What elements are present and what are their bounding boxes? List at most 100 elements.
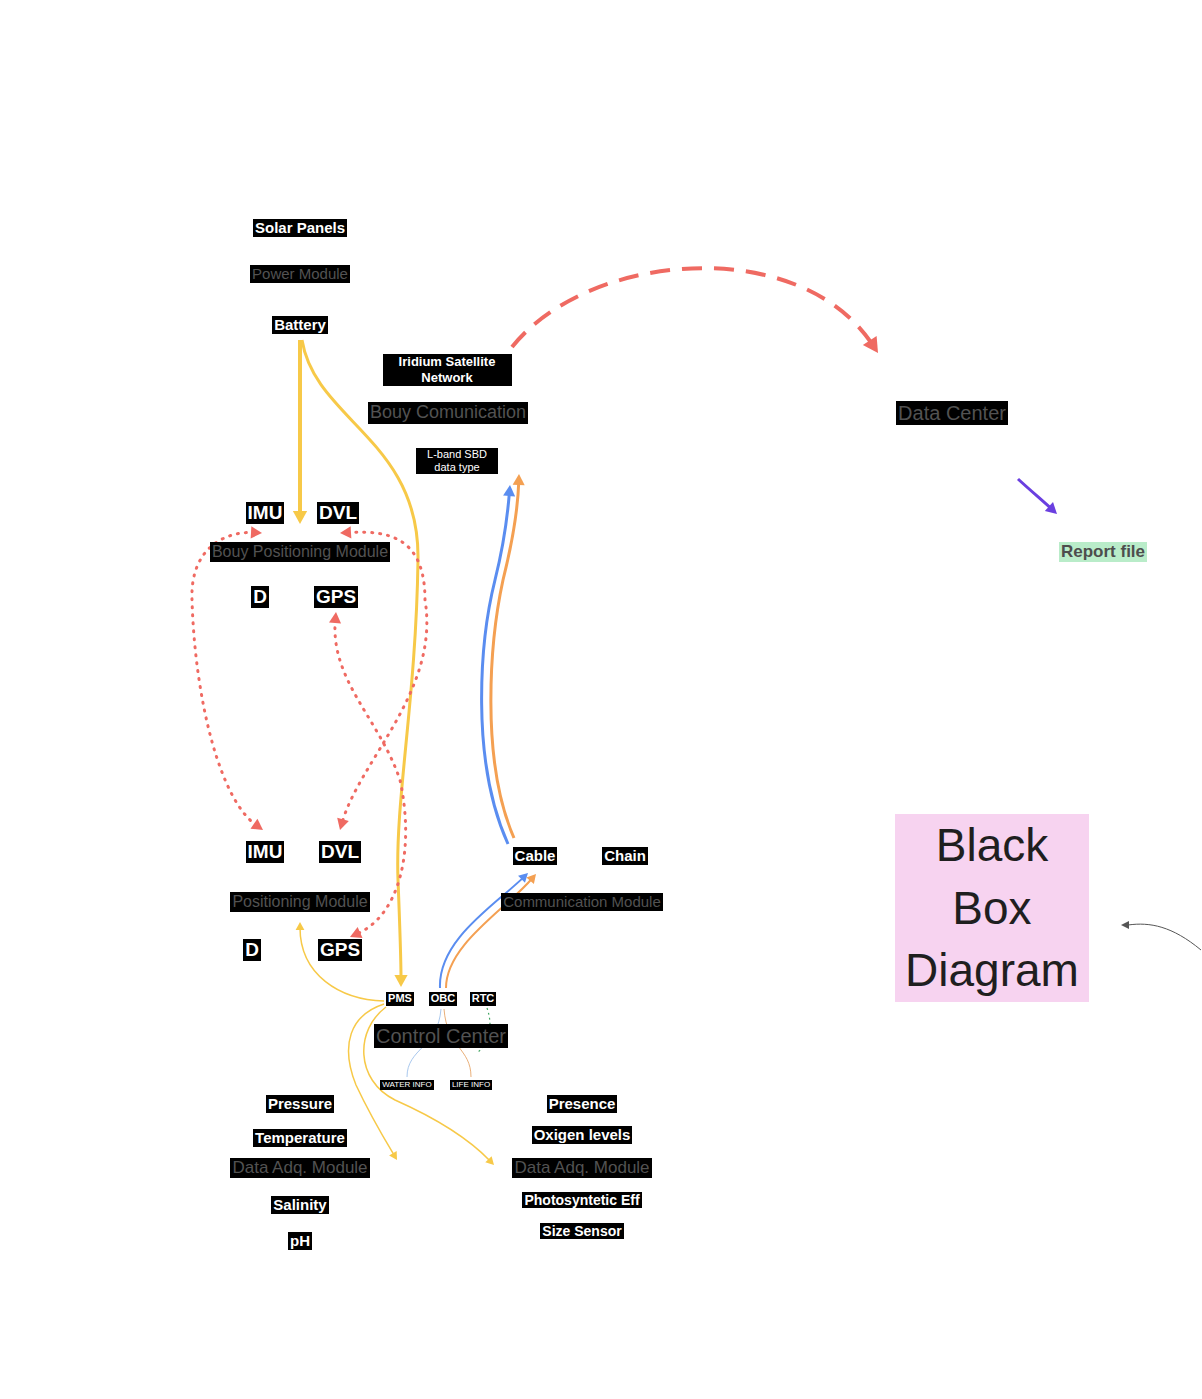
- node-text: GPS: [314, 586, 358, 609]
- connector: [302, 340, 418, 987]
- connector-line: [342, 532, 427, 822]
- pointer-head: [1121, 921, 1129, 929]
- connector: [446, 874, 536, 988]
- node-text: IMU: [246, 502, 285, 525]
- diamond-outline: [169, 771, 431, 1033]
- arrow-head: [485, 1156, 494, 1165]
- node-text: Pressure: [266, 1095, 334, 1113]
- arrow-head: [337, 818, 349, 830]
- node-text: GPS: [318, 939, 362, 962]
- arrow-head: [350, 927, 363, 938]
- node-text: Chain: [602, 847, 648, 865]
- node-text: Photosyntetic Eff: [522, 1192, 641, 1209]
- arrow-head: [389, 1151, 397, 1160]
- node-text: D: [243, 939, 261, 962]
- node-text: WATER INFO: [380, 1080, 433, 1090]
- node-text: Cable: [513, 847, 558, 865]
- node-text: RTC: [470, 992, 497, 1005]
- arrow-head: [329, 612, 341, 623]
- node-text: L-band SBD data type: [416, 448, 498, 474]
- arrow-head: [526, 874, 536, 884]
- node-text: Power Module: [250, 265, 350, 283]
- output-diamond: Report file: [1021, 470, 1185, 634]
- connector: [296, 922, 384, 1001]
- arrow-head: [863, 336, 878, 353]
- diamond-outline: [173, 1041, 427, 1295]
- diamond-outline: [314, 908, 568, 1162]
- node-text: Battery: [272, 316, 328, 334]
- node-text: Communication Module: [501, 893, 663, 911]
- connector: [192, 526, 263, 830]
- node-text: D: [251, 586, 269, 609]
- fish-photo: [656, 1234, 826, 1399]
- node-text: Bouy Comunication: [368, 402, 528, 424]
- arrow-head: [513, 474, 525, 485]
- arrow-head: [503, 485, 515, 496]
- connector-line: [192, 532, 257, 825]
- arrow-head: [1045, 502, 1057, 514]
- node-text: Presence: [547, 1095, 618, 1113]
- connector: [1018, 479, 1057, 514]
- arrow-head: [340, 526, 351, 538]
- node-text: OBC: [429, 992, 457, 1005]
- module-diamond: PresenceOxigen levelsData Adq. ModulePho…: [454, 1040, 710, 1296]
- page-frame: [8, 6, 1198, 1394]
- pointer-line: [1128, 924, 1201, 950]
- diamond-outline: [177, 429, 423, 675]
- arrow-head: [394, 975, 407, 987]
- node-text: Data Adq. Module: [230, 1158, 369, 1178]
- node-text: Salinity: [271, 1196, 328, 1214]
- arrow-head: [293, 511, 307, 524]
- sunset-photo: [15, 10, 277, 221]
- node-text: Temperature: [253, 1129, 347, 1147]
- water-photo: [60, 1282, 250, 1382]
- sticky-note: Black Box Diagram: [875, 790, 1110, 1030]
- diamond-outline: [451, 771, 713, 1033]
- connector-line: [491, 482, 519, 838]
- connector-line: [512, 268, 872, 347]
- node-text: PMS: [386, 992, 414, 1005]
- connector: [293, 340, 307, 524]
- node-text: Solar Panels: [253, 219, 347, 237]
- note-body: [875, 790, 1110, 1030]
- module-diamond: Data Center: [820, 281, 1084, 545]
- connector-line: [300, 928, 384, 1001]
- connector-line: [298, 340, 302, 515]
- arrow-head: [251, 819, 263, 830]
- node-text: LIFE INFO: [450, 1080, 492, 1090]
- node-text: Oxigen levels: [532, 1126, 633, 1144]
- module-diamond: IMU DVL Bouy Positioning ModuleD GPS: [176, 428, 424, 676]
- node-text: Data Center: [896, 401, 1008, 425]
- diamond-outline: [1023, 472, 1183, 632]
- connector-line: [302, 340, 418, 979]
- module-diamond: PressureTemperatureData Adq. ModuleSalin…: [172, 1040, 428, 1296]
- node-text: pH: [288, 1232, 312, 1250]
- node-text: Iridium Satellite Network: [383, 354, 512, 385]
- connector: [512, 268, 878, 353]
- connector: [329, 612, 406, 938]
- diamond-outline: [455, 1041, 709, 1295]
- diamond-outline: [821, 282, 1083, 544]
- arrow-head: [251, 526, 262, 538]
- connector: [491, 474, 525, 838]
- arrow-head: [296, 922, 305, 930]
- buoy-photo: [28, 310, 232, 524]
- node-text: Size Sensor: [540, 1223, 623, 1240]
- connector: [337, 526, 427, 830]
- node-text: DVL: [317, 502, 359, 525]
- node-text: Positioning Module: [230, 892, 369, 911]
- connector-line: [482, 493, 510, 844]
- node-text: IMU: [246, 841, 285, 864]
- node-text: Bouy Positioning Module: [210, 542, 390, 561]
- node-text: Black Box Diagram: [895, 814, 1089, 1002]
- node-text: Report file: [1059, 542, 1147, 562]
- connector-line: [335, 620, 406, 934]
- arrow-head: [518, 873, 528, 883]
- node-text: Control Center: [374, 1024, 508, 1048]
- node-text: DVL: [319, 841, 361, 864]
- connector: [440, 873, 528, 988]
- node-text: Data Adq. Module: [512, 1158, 651, 1178]
